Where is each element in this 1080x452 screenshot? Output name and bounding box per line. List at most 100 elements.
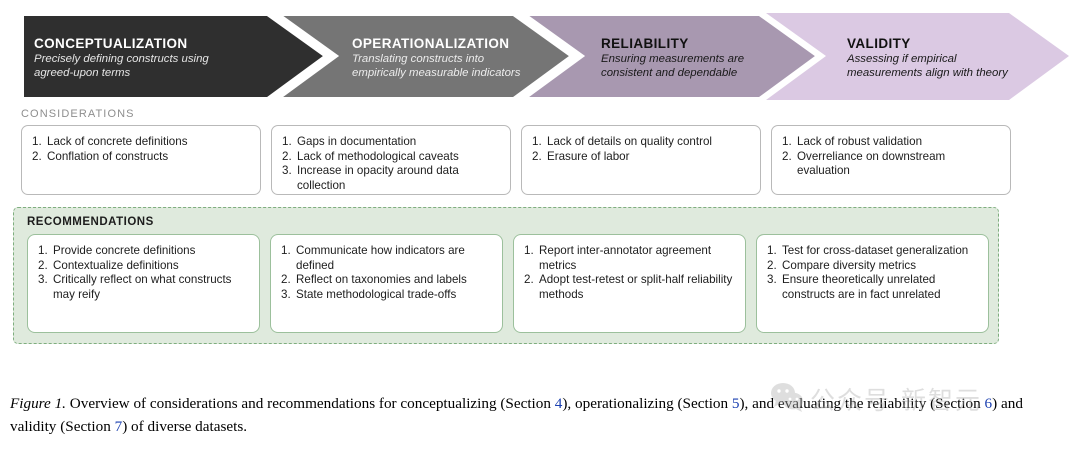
list-item: 3. Increase in opacity around data collec… [282,164,498,193]
list-item-number: 3. [38,273,48,287]
list-item: 2. Compare diversity metrics [767,259,976,274]
figure-caption: Figure 1. Overview of considerations and… [10,392,1072,438]
considerations-card-validity: 1.Lack of robust validation 2.Overrelian… [771,125,1011,195]
considerations-card-row: 1. Lack of concrete definitions 2. Conflat… [21,125,1069,195]
section-link-5[interactable]: 5 [731,395,740,412]
list-item-number: 1. [282,135,292,148]
list-item-number: 1. [32,135,42,148]
list-item: 2. Lack of methodological caveats [282,150,498,165]
list-item-text: Compare diversity metrics [782,258,917,272]
stage-subtitle-reliability-line2: consistent and dependable [601,67,737,79]
caption-part-3: ), and evaluating the reliability (Secti… [739,395,985,412]
stage-subtitle-validity-line2: measurements align with theory [847,67,1009,79]
considerations-label: CONSIDERATIONS [21,108,135,120]
caption-part-1: Overview of considerations and recommend… [65,395,555,412]
list-item-number: 1. [532,135,542,148]
list-item: 1. Provide concrete definitions [38,244,247,259]
considerations-list: 1.Lack of details on quality control 2. E… [532,135,748,164]
list-item-text: Lack of concrete definitions [47,135,188,148]
list-item-number: 2. [782,149,792,163]
list-item: 2. Reflect on taxonomies and labels [281,273,490,288]
list-item: 2.Overreliance on downstream evaluation [782,150,998,179]
list-item-number: 2. [524,273,534,287]
caption-part-4: ) and validity (Section [10,395,1023,435]
list-item: 3. Ensure theoretically unrelated constru… [767,273,976,302]
list-item-text: Gaps in documentation [297,135,417,148]
list-item-text: Ensure theoretically unrelated construct… [782,273,941,301]
list-item-text: Lack of robust validation [797,135,923,148]
list-item: 2. Contextualize definitions [38,259,247,274]
considerations-list: 1. Gaps in documentation 2. Lack of method… [282,135,498,193]
section-link-7[interactable]: 7 [114,418,123,435]
arrow-stage-conceptualization [18,10,334,103]
arrow-stage-operationalization [264,9,580,103]
list-item-number: 2. [32,149,42,163]
recommendations-list: 1. Report inter-annotator agreement metri… [524,244,733,302]
list-item-number: 2. [38,258,48,272]
recommendations-list: 1. Provide concrete definitions 2. Context… [38,244,247,302]
considerations-card-reliability: 1.Lack of details on quality control 2. E… [521,125,761,195]
list-item-number: 2. [282,149,292,163]
list-item-number: 3. [282,164,292,178]
list-item-number: 3. [281,287,291,301]
stage-subtitle-operationalization-line2: empirically measurable indicators [352,67,521,79]
figure-label: Figure 1. [10,395,66,412]
list-item-text: Communicate how indicators are defined [296,244,465,272]
considerations-card-operationalization: 1. Gaps in documentation 2. Lack of method… [271,125,511,195]
list-item: 1.Lack of robust validation [782,135,998,150]
list-item: 1. Lack of concrete definitions [32,135,248,150]
recommendations-card-validity: 1.Test for cross-dataset generalization … [756,234,989,333]
section-link-4[interactable]: 4 [554,395,563,412]
list-item: 3. Critically reflect on what constructs … [38,273,247,302]
arrow-stage-validity [766,13,1069,100]
list-item: 1.Lack of details on quality control [532,135,748,150]
section-link-6[interactable]: 6 [984,395,993,412]
list-item-text: Report inter-annotator agreement metrics [539,244,712,272]
list-item-text: State methodological trade-offs [296,287,457,301]
recommendations-panel: RECOMMENDATIONS 1. Provide concrete defin… [13,207,999,344]
list-item: 1.Test for cross-dataset generalization [767,244,976,259]
list-item-text: Reflect on taxonomies and labels [296,273,467,287]
recommendations-card-row: 1. Provide concrete definitions 2. Context… [27,234,989,333]
stage-subtitle-operationalization-line1: Translating constructs into [352,53,484,65]
list-item-text: Conflation of constructs [47,149,169,163]
list-item: 2. Conflation of constructs [32,150,248,165]
list-item-number: 2. [767,258,777,272]
list-item-number: 2. [281,273,291,287]
list-item-number: 1. [281,244,291,257]
considerations-card-conceptualization: 1. Lack of concrete definitions 2. Conflat… [21,125,261,195]
list-item-number: 2. [532,149,542,163]
list-item-number: 1. [524,244,534,257]
list-item-text: Provide concrete definitions [53,244,196,257]
list-item-text: Critically reflect on what constructs ma… [53,273,232,301]
list-item-number: 3. [767,273,777,287]
stage-subtitle-reliability-line1: Ensuring measurements are [601,53,744,65]
list-item-text: Adopt test-retest or split-half reliabil… [539,273,733,301]
stage-subtitle-conceptualization-line1: Precisely defining constructs using [34,53,209,65]
considerations-list: 1.Lack of robust validation 2.Overrelian… [782,135,998,179]
list-item-number: 1. [38,244,48,257]
list-item-text: Lack of methodological caveats [297,149,459,163]
considerations-list: 1. Lack of concrete definitions 2. Conflat… [32,135,248,164]
stage-subtitle-conceptualization-line2: agreed-upon terms [34,67,131,79]
process-arrow-banner: CONCEPTUALIZATION Precisely defining con… [0,0,1080,108]
caption-part-2: ), operationalizing (Section [562,395,732,412]
list-item: 2. Adopt test-retest or split-half reliab… [524,273,733,302]
list-item-text: Test for cross-dataset generalization [782,244,969,257]
stage-title-validity: VALIDITY [847,36,911,51]
list-item: 1. Communicate how indicators are defined [281,244,490,273]
list-item-text: Contextualize definitions [53,258,179,272]
stage-title-operationalization: OPERATIONALIZATION [352,36,509,51]
recommendations-card-conceptualization: 1. Provide concrete definitions 2. Context… [27,234,260,333]
recommendations-list: 1.Test for cross-dataset generalization … [767,244,976,302]
stage-title-conceptualization: CONCEPTUALIZATION [34,36,188,51]
stage-subtitle-validity-line1: Assessing if empirical [846,53,957,65]
recommendations-label: RECOMMENDATIONS [27,216,154,228]
recommendations-card-operationalization: 1. Communicate how indicators are defined… [270,234,503,333]
arrow-stage-reliability [510,9,826,103]
list-item: 1. Gaps in documentation [282,135,498,150]
list-item-text: Erasure of labor [547,149,630,163]
stage-title-reliability: RELIABILITY [601,36,689,51]
list-item-text: Increase in opacity around data collecti… [297,164,459,192]
list-item: 3. State methodological trade-offs [281,288,490,303]
